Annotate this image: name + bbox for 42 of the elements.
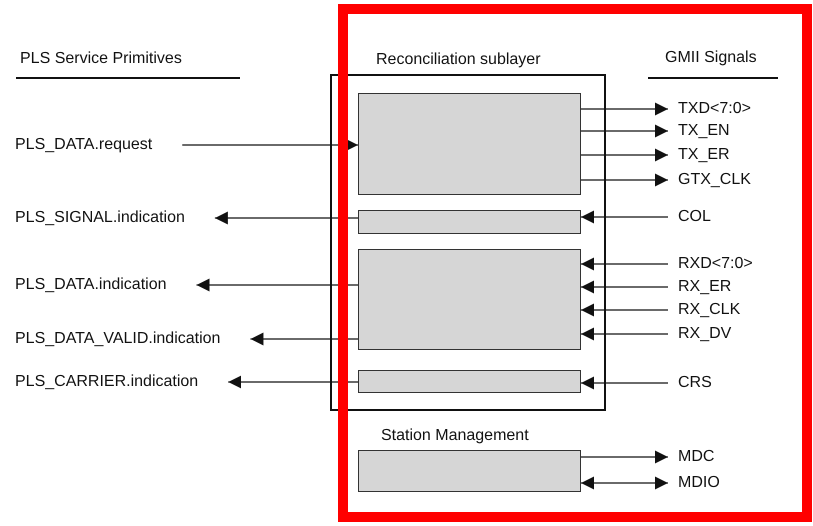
arrow <box>581 476 668 490</box>
function-block <box>358 370 581 393</box>
arrow <box>214 212 358 224</box>
primitive-name: PLS_DATA.request <box>15 136 152 154</box>
signal-name: RX_DV <box>678 325 732 343</box>
arrow <box>228 376 358 388</box>
arrow <box>581 304 668 316</box>
arrow <box>581 328 668 340</box>
arrow <box>581 450 668 464</box>
arrow <box>581 148 668 162</box>
arrow <box>182 138 358 152</box>
arrow <box>581 102 668 116</box>
primitive-name: PLS_SIGNAL.indication <box>15 209 185 227</box>
arrow <box>196 278 358 292</box>
arrow <box>581 280 668 294</box>
block-heading: Reconciliation sublayer <box>376 51 541 69</box>
signal-name: MDC <box>678 448 714 466</box>
signal-name: RXD<7:0> <box>678 255 753 273</box>
signal-name: COL <box>678 208 711 226</box>
function-block <box>358 249 581 350</box>
signal-name: GTX_CLK <box>678 171 751 189</box>
arrow <box>581 124 668 138</box>
primitive-name: PLS_CARRIER.indication <box>15 373 198 391</box>
signal-name: CRS <box>678 374 712 392</box>
signal-name: TX_EN <box>678 122 730 140</box>
signal-name: TX_ER <box>678 146 730 164</box>
signal-name: TXD<7:0> <box>678 100 751 118</box>
function-block <box>358 93 581 195</box>
function-block <box>358 210 581 234</box>
arrow <box>250 332 358 346</box>
arrow <box>581 210 668 224</box>
signal-name: MDIO <box>678 474 720 492</box>
block-heading: Station Management <box>381 427 529 445</box>
arrow <box>581 258 668 270</box>
primitive-name: PLS_DATA.indication <box>15 276 166 294</box>
column-heading: GMII Signals <box>665 49 757 67</box>
arrow <box>581 376 668 390</box>
signal-name: RX_CLK <box>678 301 740 319</box>
column-heading: PLS Service Primitives <box>20 50 182 68</box>
arrow <box>581 174 668 186</box>
primitive-name: PLS_DATA_VALID.indication <box>15 330 220 348</box>
signal-name: RX_ER <box>678 278 732 296</box>
